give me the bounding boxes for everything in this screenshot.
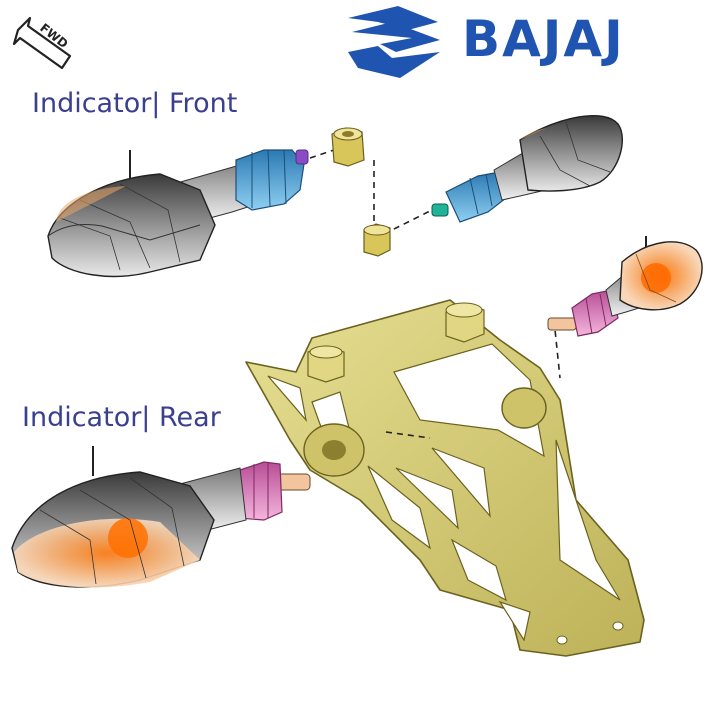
forward-arrow-icon [12, 16, 72, 70]
brand-wordmark: BAJAJ [462, 10, 625, 68]
rear-indicator-left [11, 446, 311, 588]
front-indicator-left [47, 149, 309, 278]
bajaj-logo-icon [348, 6, 440, 78]
front-indicator-right [431, 114, 623, 223]
front-nut-lower [363, 223, 391, 257]
fwd-badge: FWD [12, 16, 72, 70]
label-indicator-rear: Indicator| Rear [22, 402, 221, 433]
front-nut-upper [331, 127, 365, 167]
label-indicator-front: Indicator| Front [32, 88, 238, 119]
indicator-mounting-bracket [245, 299, 645, 657]
rear-guide-line [385, 431, 431, 439]
rear-indicator-right [547, 236, 703, 337]
